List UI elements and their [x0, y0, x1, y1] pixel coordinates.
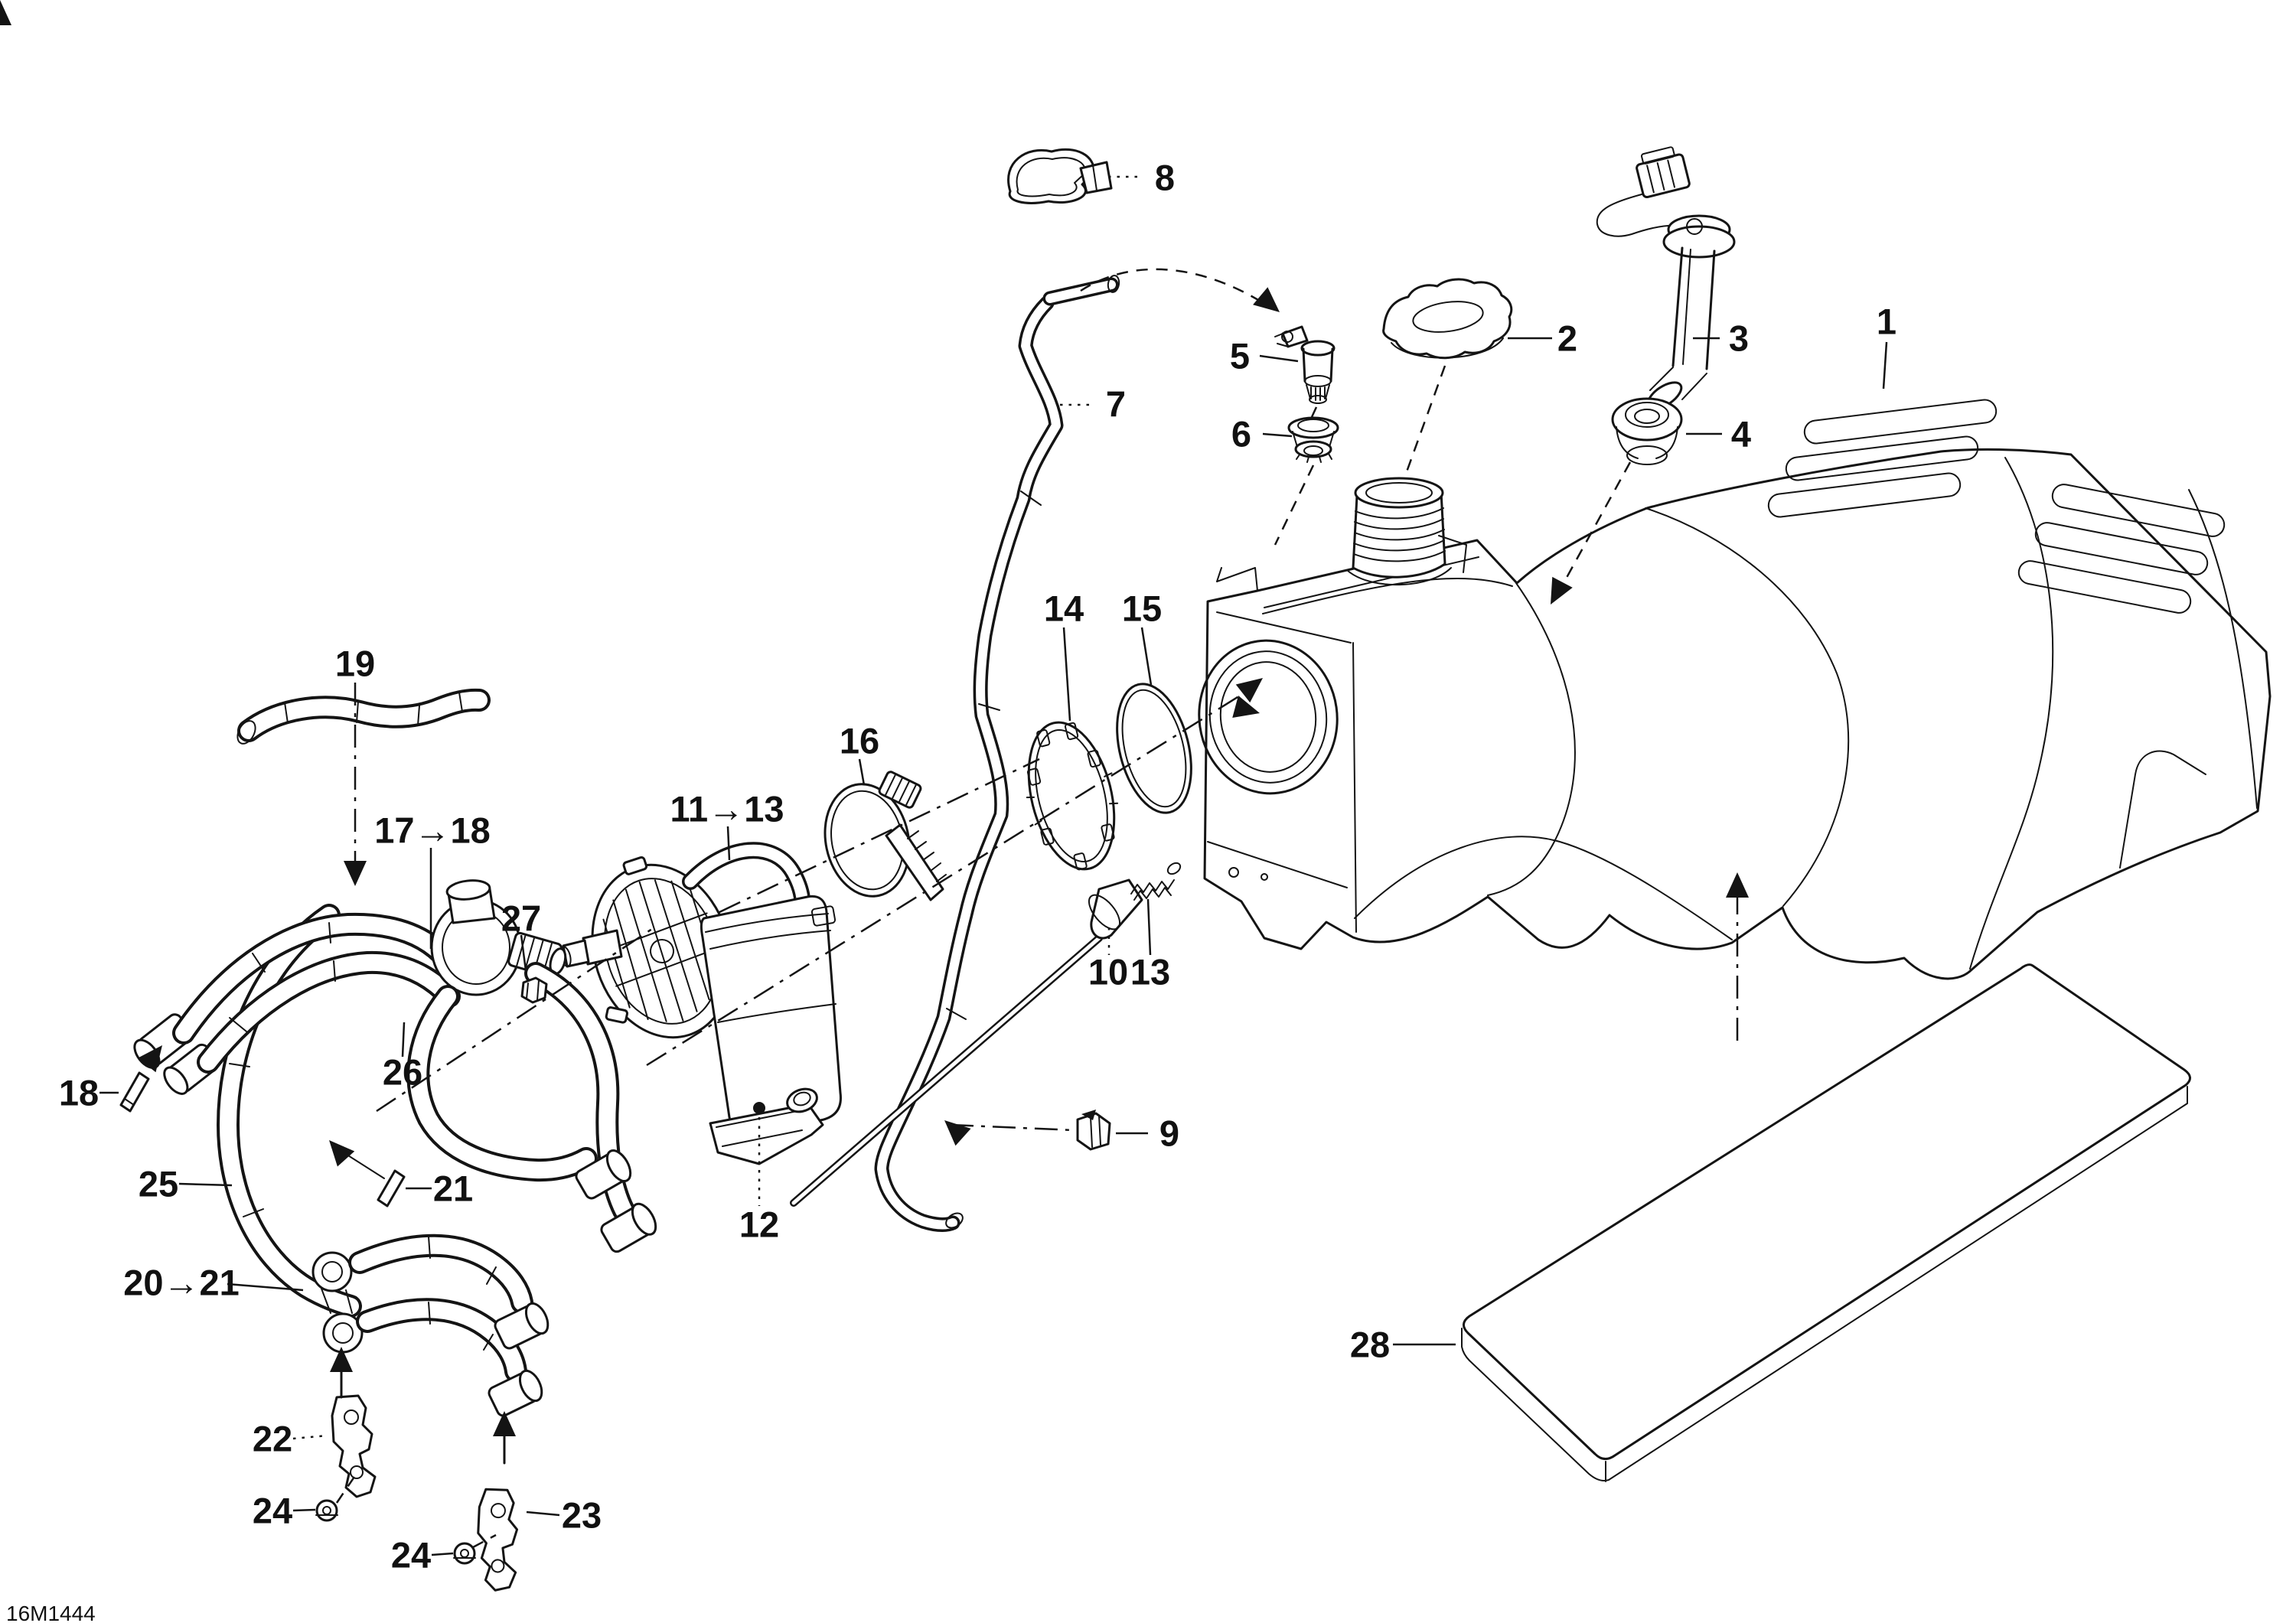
part-7-vent-tube — [874, 275, 1120, 1232]
callout-leader-lines — [99, 175, 1888, 1556]
part-3-fuel-level-sender — [1596, 146, 1736, 410]
part-6-grommet-small — [1287, 416, 1339, 463]
callout-4: 4 — [1731, 414, 1751, 455]
callout-27: 27 — [501, 898, 541, 939]
part-15-o-ring — [1116, 683, 1192, 814]
callout-19: 19 — [335, 644, 375, 684]
filler-neck — [1346, 477, 1467, 586]
callout-14: 14 — [1044, 588, 1084, 629]
part-2-fuel-cap — [1382, 278, 1513, 360]
part-28-foam-pad — [1461, 963, 2191, 1482]
part-17-18-fuel-line-connector — [430, 879, 567, 996]
part-18-pin — [119, 1071, 150, 1113]
callout-1: 1 — [1877, 301, 1896, 342]
callout-13: 13 — [1130, 952, 1170, 992]
callout-28: 28 — [1350, 1325, 1390, 1365]
callout-16: 16 — [840, 721, 879, 761]
callout-8: 8 — [1155, 158, 1175, 198]
part-23-bracket — [469, 1486, 526, 1594]
part-24-screw-b — [452, 1542, 477, 1565]
callout-22: 22 — [253, 1419, 292, 1459]
part-14-lock-ring — [1026, 721, 1119, 871]
part-21-pin — [377, 1169, 406, 1207]
callout-3: 3 — [1729, 318, 1749, 359]
part-24-screw — [315, 1499, 338, 1522]
part-5-valve — [1274, 325, 1336, 404]
callout-18: 18 — [59, 1073, 99, 1113]
part-12-strainer — [709, 1087, 824, 1165]
part-19-hose — [236, 688, 491, 745]
part-25-26-hose-assembly — [133, 879, 657, 1318]
callout-24: 24 — [391, 1535, 431, 1576]
part-1-fuel-tank — [1198, 399, 2272, 980]
doc-code: 16M1444 — [6, 1602, 96, 1623]
callout-11→13: 11→13 — [670, 789, 784, 829]
callout-12: 12 — [739, 1204, 779, 1245]
callout-23: 23 — [562, 1495, 602, 1536]
callout-25: 25 — [139, 1164, 178, 1204]
callout-15: 15 — [1122, 588, 1162, 629]
part-27-nut — [520, 976, 548, 1004]
part-10-13-rod-grommet-spring — [790, 862, 1182, 1207]
part-8-retaining-strap — [1007, 148, 1113, 204]
callout-21: 21 — [433, 1168, 473, 1209]
callout-17→18: 17→18 — [374, 810, 491, 851]
callout-10: 10 — [1088, 952, 1128, 992]
callout-26: 26 — [383, 1052, 422, 1093]
part-4-grommet — [1611, 397, 1683, 465]
callout-7: 7 — [1106, 384, 1126, 425]
construction-lines — [0, 0, 1749, 1549]
callout-6: 6 — [1231, 414, 1251, 455]
callout-20→21: 20→21 — [123, 1263, 240, 1303]
part-20-21-fuel-lines — [311, 1234, 550, 1417]
part-11-13-fuel-pump-module — [559, 842, 842, 1165]
callout-5: 5 — [1230, 336, 1250, 376]
callout-2: 2 — [1557, 318, 1577, 359]
part-22-bracket — [331, 1394, 377, 1498]
part-16-clamp — [823, 771, 947, 901]
part-9-clip — [1076, 1110, 1111, 1151]
callout-9: 9 — [1159, 1113, 1179, 1154]
callout-24: 24 — [253, 1491, 292, 1531]
